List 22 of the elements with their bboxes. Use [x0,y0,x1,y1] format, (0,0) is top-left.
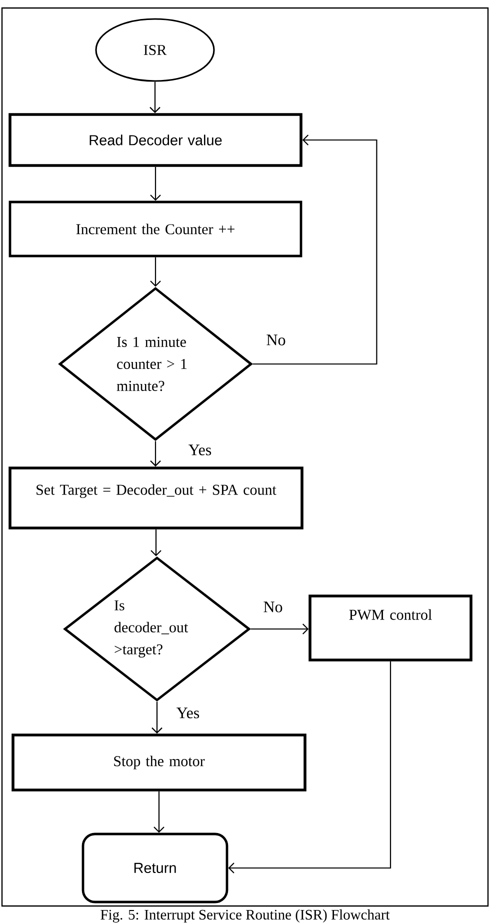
arrow [228,661,392,874]
arrow [154,791,164,833]
edge-label: Yes [175,706,201,720]
arrow [150,441,161,467]
arrow [152,702,162,734]
caption: Fig. 5: Interrupt Service Routine (ISR) Flowchart [100,909,390,923]
process-box: Set Target = Decoder_out + SPA count [8,466,304,530]
process-box: Read Decoder value [8,113,302,167]
edge-label: Yes [187,444,213,456]
arrow [150,529,162,556]
arrow [252,134,378,365]
edge-label: No [262,600,284,614]
arrow [150,82,160,114]
process-box: Stop the motor [12,734,306,792]
arrow [150,257,161,287]
process-box: PWM control [308,594,472,662]
edge-label: No [265,334,287,346]
end-terminal: Return [82,832,228,904]
arrow [150,166,161,201]
process-box: Increment the Counter ++ [8,200,302,258]
start-oval: ISR [95,18,215,82]
arrow [250,624,309,634]
